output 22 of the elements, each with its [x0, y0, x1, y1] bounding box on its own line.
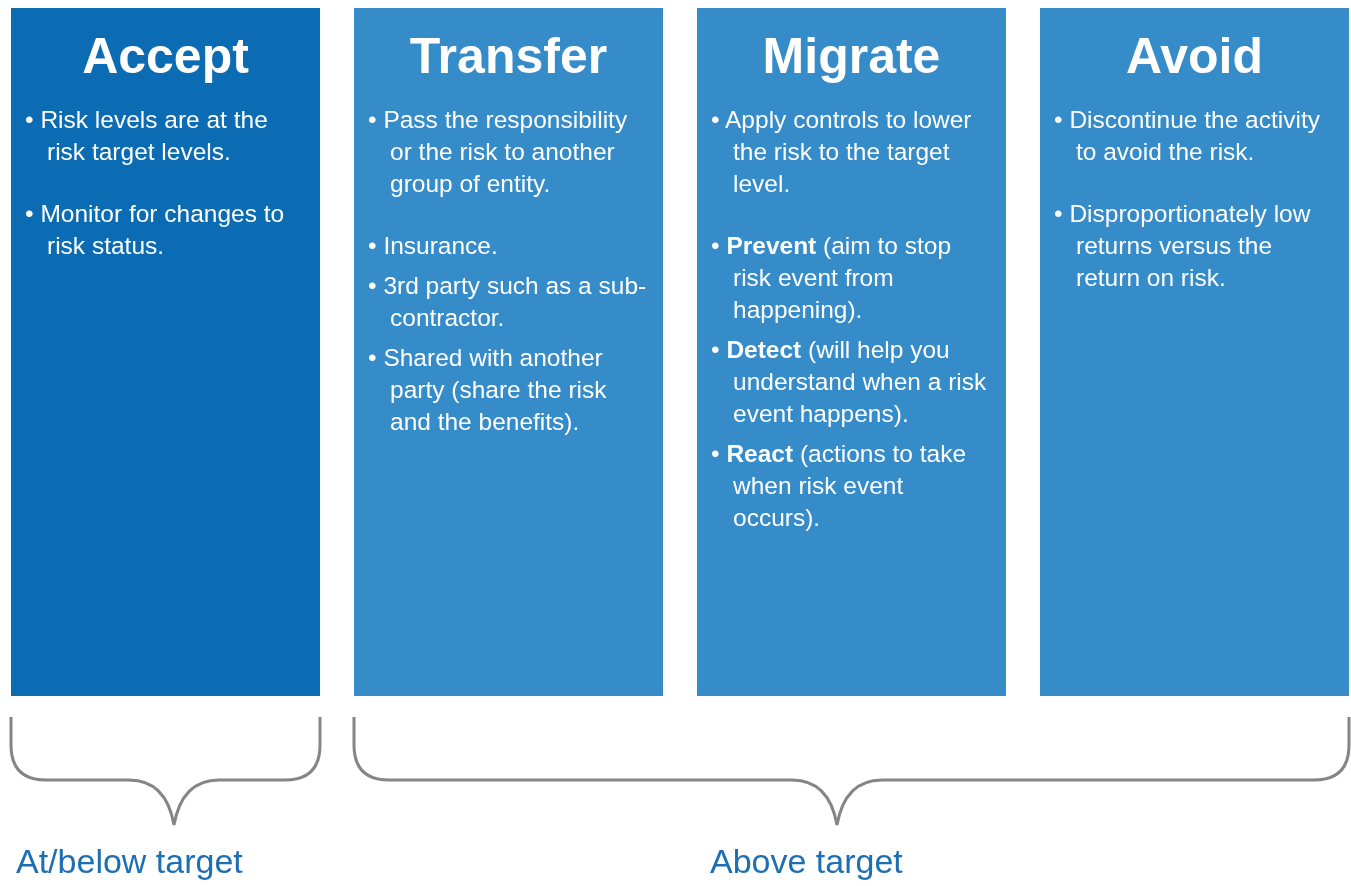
column-heading: Transfer	[408, 27, 609, 86]
bullet-text: • Pass the responsibility or the risk to another group of entity.	[368, 105, 629, 199]
column-heading: Avoid	[1124, 27, 1264, 86]
group-label: At/below target	[16, 842, 243, 881]
bullet-text: • 3rd party such as a sub-contractor.	[368, 271, 648, 333]
bullet-text: • Monitor for changes to risk status.	[25, 199, 286, 261]
bullet-text: • React (actions to take when risk event occurs).	[711, 439, 968, 533]
group-label: Above target	[710, 842, 903, 881]
bullet-text: • Discontinue the activity to avoid the risk.	[1054, 105, 1321, 167]
bullet-text: • Apply controls to lower the risk to the target level.	[711, 105, 973, 199]
column-heading: Migrate	[761, 27, 942, 86]
bullet-text: • Shared with another party (share the risk and the benefits).	[368, 343, 608, 437]
bullet-text: • Detect (will help you understand when a risk event happens).	[711, 335, 988, 429]
category-column	[11, 8, 320, 696]
category-column	[354, 8, 663, 696]
bullet-text: • Prevent (aim to stop risk event from happening).	[711, 231, 953, 325]
category-column	[1040, 8, 1349, 696]
column-heading: Accept	[81, 27, 250, 86]
bullet-text: • Risk levels are at the risk target levels.	[25, 105, 269, 167]
category-column	[697, 8, 1006, 696]
bullet-text: • Disproportionately low returns versus the return on risk.	[1054, 199, 1312, 293]
bullet-text: • Insurance.	[368, 231, 499, 261]
